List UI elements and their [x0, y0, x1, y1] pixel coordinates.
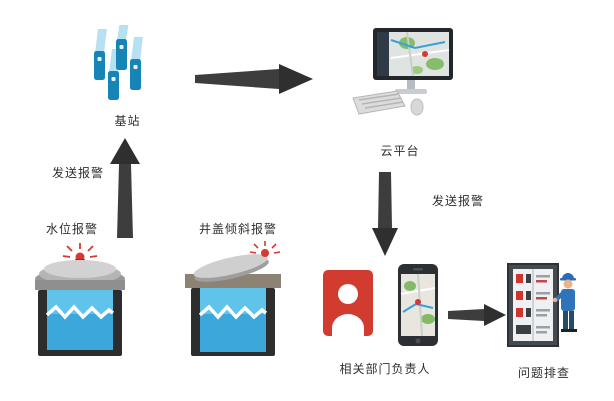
water-level-alarm-label: 水位报警	[45, 222, 98, 236]
cloud-platform-icon	[345, 28, 460, 123]
antenna-group-icon	[94, 39, 141, 100]
issue-check-label: 问题排查	[517, 366, 570, 380]
arrow-up-icon	[110, 138, 140, 238]
base-station-icon	[80, 25, 175, 115]
department-head-label: 相关部门负责人	[339, 362, 431, 376]
send-alarm-down-label: 发送报警	[431, 194, 484, 208]
send-alarm-up-label: 发送报警	[51, 166, 104, 180]
worker-icon	[552, 273, 577, 332]
control-cabinet-icon	[507, 263, 559, 347]
arrow-right-top-icon	[195, 62, 315, 96]
alarm-light-icon	[62, 243, 98, 263]
alarm-light-icon	[249, 241, 281, 257]
cover-tilt-alarm-label: 井盖倾斜报警	[198, 222, 277, 236]
cabinet-worker-icon	[506, 262, 586, 356]
person-icon	[323, 270, 373, 336]
manhole-cover-tilt-icon	[183, 240, 283, 362]
mouse-icon	[410, 98, 424, 116]
phone-map-icon	[398, 264, 438, 346]
manhole-water-level-icon	[30, 240, 130, 362]
cloud-platform-label: 云平台	[380, 144, 420, 158]
base-station-label: 基站	[114, 114, 141, 128]
arrow-right-bottom-icon	[448, 302, 506, 328]
arrow-down-icon	[372, 172, 398, 257]
